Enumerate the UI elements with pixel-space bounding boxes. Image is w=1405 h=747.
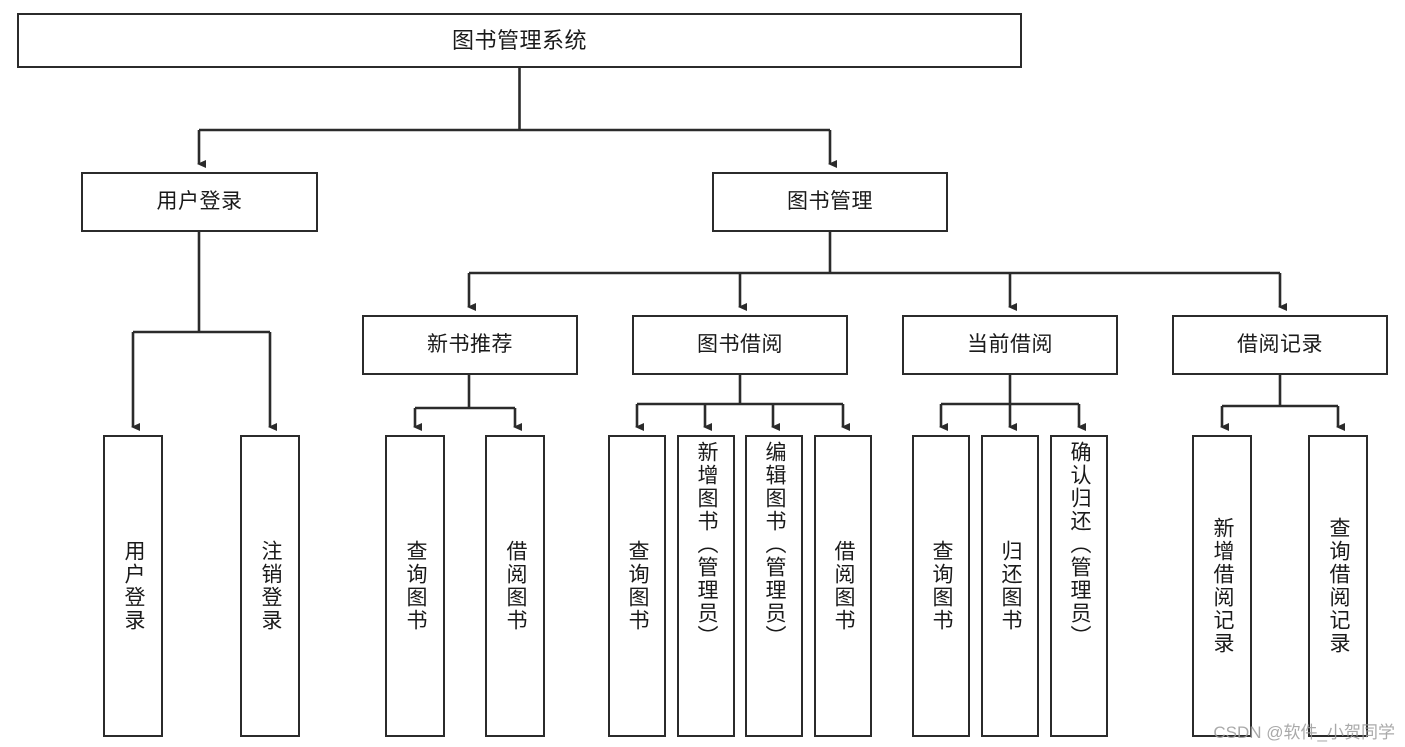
node-label: 图书管理系统 — [451, 27, 587, 53]
leaf-user-login[interactable]: 用户登录 — [103, 435, 163, 737]
node-label: 用户登录 — [122, 540, 146, 632]
leaf-bookborrow-query-book[interactable]: 查询图书 — [608, 435, 666, 737]
node-label: 新增图书（管理员） — [695, 441, 719, 648]
node-label: 查询图书 — [930, 540, 954, 632]
leaf-bookborrow-edit-book-admin[interactable]: 编辑图书（管理员） — [745, 435, 803, 737]
node-label: 借阅图书 — [832, 540, 856, 632]
leaf-currentborrow-return-book[interactable]: 归还图书 — [981, 435, 1039, 737]
node-label: 查询图书 — [626, 540, 650, 632]
node-label: 图书借阅 — [697, 332, 783, 356]
node-label: 注销登录 — [259, 540, 283, 632]
leaf-newbook-borrow-book[interactable]: 借阅图书 — [485, 435, 545, 737]
leaf-bookborrow-add-book-admin[interactable]: 新增图书（管理员） — [677, 435, 735, 737]
node-new-book-recommend[interactable]: 新书推荐 — [362, 315, 578, 375]
node-label: 归还图书 — [999, 540, 1023, 632]
leaf-borrowrecord-add-record[interactable]: 新增借阅记录 — [1192, 435, 1252, 737]
node-label: 查询图书 — [404, 540, 428, 632]
node-label: 借阅记录 — [1237, 332, 1323, 356]
leaf-logout[interactable]: 注销登录 — [240, 435, 300, 737]
leaf-currentborrow-confirm-return-admin[interactable]: 确认归还（管理员） — [1050, 435, 1108, 737]
leaf-newbook-query-book[interactable]: 查询图书 — [385, 435, 445, 737]
node-book-borrow[interactable]: 图书借阅 — [632, 315, 848, 375]
node-label: 新书推荐 — [427, 332, 513, 356]
node-label: 编辑图书（管理员） — [763, 441, 787, 648]
leaf-borrowrecord-query-record[interactable]: 查询借阅记录 — [1308, 435, 1368, 737]
node-user-login[interactable]: 用户登录 — [81, 172, 318, 232]
node-label: 用户登录 — [156, 189, 243, 213]
node-label: 借阅图书 — [504, 540, 528, 632]
node-label: 图书管理 — [787, 189, 873, 213]
leaf-bookborrow-borrow-book[interactable]: 借阅图书 — [814, 435, 872, 737]
node-current-borrow[interactable]: 当前借阅 — [902, 315, 1118, 375]
node-label: 确认归还（管理员） — [1068, 441, 1092, 648]
node-root-system[interactable]: 图书管理系统 — [17, 13, 1022, 68]
node-label: 查询借阅记录 — [1327, 517, 1351, 655]
node-label: 当前借阅 — [967, 332, 1053, 356]
node-label: 新增借阅记录 — [1211, 517, 1235, 655]
node-borrow-record[interactable]: 借阅记录 — [1172, 315, 1388, 375]
node-book-management[interactable]: 图书管理 — [712, 172, 948, 232]
leaf-currentborrow-query-book[interactable]: 查询图书 — [912, 435, 970, 737]
